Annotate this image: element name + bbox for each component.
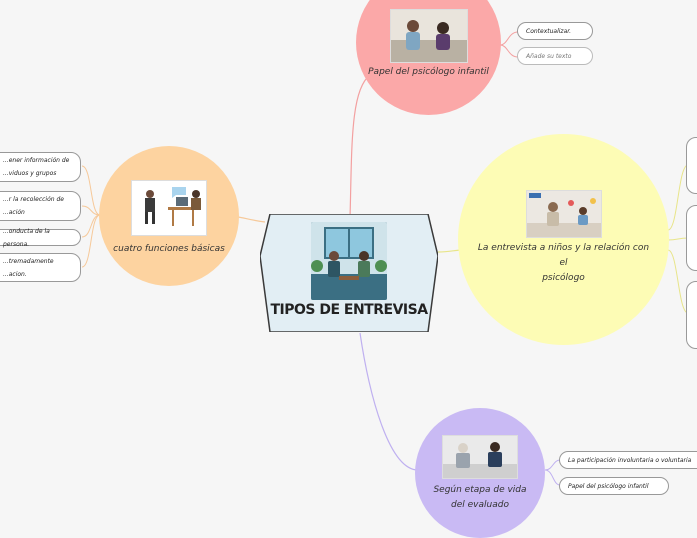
connector-top-child-2 [499,44,519,58]
subtopic-left-1-line-1: ...ener información de [3,157,70,164]
subtopic-left-2[interactable]: ...r la recolección de ...ación [0,191,81,221]
connector-right-child-3 [667,249,689,314]
topic-entrevista-ninos[interactable]: La entrevista a niños y la relación con … [458,134,669,345]
subtopic-left-2-line-1: ...r la recolección de [3,196,64,203]
counseling-photo-icon [390,10,467,62]
connector-left-child-3 [81,214,101,238]
topic-entrevista-ninos-image [525,190,602,238]
connector-left-child-4 [81,214,101,268]
topic-papel-psicologo-label: Papel del psicólogo infantil [368,67,489,77]
subtopic-left-1-line-2: ...viduos y grupos [3,170,57,177]
subtopic-right-3[interactable] [686,281,697,349]
subtopic-left-1[interactable]: ...ener información de ...viduos y grupo… [0,152,81,182]
topic-papel-psicologo[interactable]: Papel del psicólogo infantil [356,0,501,115]
connector-bottom-child-2 [544,469,561,486]
connector-right-child-1 [667,164,689,231]
subtopic-anade-texto[interactable]: Añade su texto [517,47,593,65]
connector-lines [81,31,689,486]
subtopic-participacion[interactable]: La participación involuntaria o voluntar… [559,451,697,469]
topic-papel-psicologo-image [389,9,468,63]
child-therapy-photo-icon [526,191,601,237]
subtopic-right-2[interactable] [686,205,697,271]
topic-funciones-basicas[interactable]: cuatro funciones básicas [99,146,239,286]
central-topic[interactable]: TIPOS DE ENTREVISA [260,214,438,332]
office-interview-icon [132,181,206,235]
connector-right-child-2 [667,237,689,241]
subtopic-left-4-line-2: ...acion. [3,270,27,278]
topic-etapa-vida-label-2: del evaluado [451,500,509,510]
subtopic-left-3-line-1: ...onducta de la persona. [3,227,50,248]
topic-entrevista-ninos-label-1: La entrevista a niños y la relación con [477,243,650,253]
topic-funciones-basicas-label: cuatro funciones básicas [113,244,225,254]
connector-left-child-1 [81,165,101,216]
topic-entrevista-ninos-label-3: psicólogo [542,273,585,283]
connector-left-child-2 [81,205,101,216]
connector-bottom-child-1 [544,459,561,471]
topic-etapa-vida-label-1: Según etapa de vida [433,485,527,495]
connector-left [237,216,266,223]
subtopic-left-4-line-1: ...tremadamente [3,257,54,265]
connector-top-child-1 [499,31,519,46]
connector-bottom [359,332,419,471]
central-topic-title: TIPOS DE ENTREVISA [270,302,428,318]
subtopic-left-2-line-2: ...ación [3,209,25,216]
elderly-interview-photo-icon [443,436,517,478]
interview-illustration-icon [311,222,387,300]
topic-entrevista-ninos-label-2: el [559,258,568,268]
subtopic-contextualizar[interactable]: Contextualizar. [517,22,593,40]
subtopic-left-4[interactable]: ...tremadamente ...acion. [0,253,81,282]
topic-etapa-vida[interactable]: Según etapa de vida del evaluado [415,408,545,538]
central-topic-image [311,222,387,300]
topic-etapa-vida-image [442,435,518,479]
subtopic-right-1[interactable] [686,137,697,194]
topic-funciones-basicas-image [131,180,207,236]
connector-top [349,74,371,219]
subtopic-left-3[interactable]: ...onducta de la persona. [0,228,81,248]
subtopic-papel-psicologo-infantil[interactable]: Papel del psicólogo infantil [559,477,669,495]
